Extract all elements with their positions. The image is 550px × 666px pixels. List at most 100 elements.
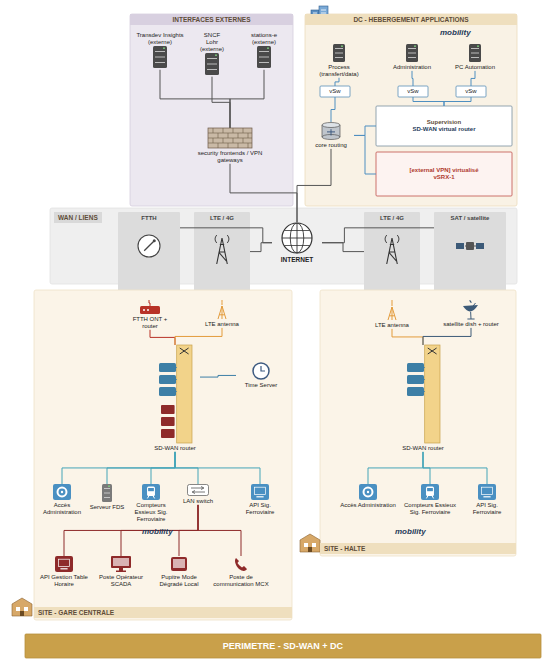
link-line bbox=[250, 243, 272, 252]
process-box: vSw bbox=[320, 86, 350, 97]
process-box: PERIMETRE - SD-WAN + DC bbox=[25, 634, 541, 658]
link-line bbox=[335, 78, 339, 86]
clock-device: Time Server bbox=[236, 362, 286, 389]
ont-device: FTTH ONT + router bbox=[125, 306, 175, 330]
process-box: vSw bbox=[398, 86, 428, 97]
link-line bbox=[150, 330, 175, 345]
router-icon bbox=[158, 345, 192, 443]
node-label: Time Server bbox=[245, 382, 277, 389]
globe-icon bbox=[281, 222, 313, 254]
zone-panel: INTERFACES EXTERNESTransdev Insights(ext… bbox=[130, 14, 293, 206]
box-fill bbox=[376, 106, 512, 146]
node-label: (externe) bbox=[252, 39, 276, 46]
link-line bbox=[471, 71, 475, 86]
link-line bbox=[423, 328, 471, 345]
building-icon bbox=[12, 598, 32, 616]
db-icon bbox=[321, 122, 341, 140]
router-device: SD-WAN router bbox=[150, 345, 200, 452]
node-label: security frontends / VPN gateways bbox=[190, 150, 270, 164]
api-icon bbox=[251, 484, 269, 500]
node-label: Lohr bbox=[206, 39, 218, 46]
node-label: LTE / 4G bbox=[380, 215, 404, 222]
sat-icon bbox=[455, 234, 485, 258]
link-line bbox=[180, 228, 272, 243]
node-label: PC Automation bbox=[455, 64, 495, 71]
fds-icon bbox=[101, 484, 113, 502]
link-line bbox=[160, 70, 230, 128]
tower-icon bbox=[380, 234, 404, 264]
link-line bbox=[331, 97, 335, 122]
node-label: Pupitre Mode Dégradé Local bbox=[152, 574, 206, 588]
panel-fill bbox=[130, 14, 293, 206]
brand-logo: mobility bbox=[440, 28, 471, 37]
node-label: vSw bbox=[465, 88, 476, 95]
logo-label: mobility bbox=[142, 527, 173, 536]
node-label: API Sig. Ferroviaire bbox=[234, 502, 286, 516]
api-device: API Sig. Ferroviaire bbox=[462, 484, 512, 516]
node-label: INTERNET bbox=[281, 256, 314, 263]
server-device: PC Automation bbox=[450, 44, 500, 71]
gear-device: Accès Administration bbox=[36, 484, 88, 516]
link-line bbox=[423, 452, 487, 484]
antenna-icon bbox=[387, 306, 397, 320]
link-line bbox=[444, 97, 471, 106]
gear-icon bbox=[359, 484, 377, 500]
link-line bbox=[297, 149, 331, 222]
node-label: satellite dish + router bbox=[443, 321, 499, 328]
link-line bbox=[412, 71, 413, 86]
link-line bbox=[64, 505, 198, 556]
server-device: Process (transfert/data) bbox=[314, 44, 364, 78]
col-fill bbox=[194, 212, 250, 300]
node-label: Administration bbox=[393, 64, 431, 71]
wan-link-column: SAT / satellite bbox=[434, 212, 506, 300]
server-icon bbox=[152, 46, 168, 68]
zone-heading: SITE - HALTE bbox=[320, 543, 516, 554]
zone-panel: WAN / LIENSFTTHLTE / 4GINTERNETLTE / 4GS… bbox=[50, 208, 517, 284]
process-box: SupervisionSD-WAN virtual router bbox=[376, 106, 512, 146]
logo-label: mobility bbox=[395, 527, 426, 536]
wan-link-column: LTE / 4G bbox=[364, 212, 420, 300]
node-label: PERIMETRE - SD-WAN + DC bbox=[223, 641, 343, 651]
panel-fill bbox=[320, 290, 516, 556]
phone-device: Poste de communication MCX bbox=[212, 556, 270, 588]
pc-device: Poste Opérateur SCADA bbox=[94, 556, 148, 588]
panel-fill bbox=[34, 290, 292, 620]
zone-panel: SITE - GARE CENTRALEFTTH ONT + routerLTE… bbox=[34, 290, 292, 620]
node-label: FTTH bbox=[141, 215, 156, 222]
server-icon bbox=[468, 44, 482, 62]
node-label: stations-e bbox=[251, 32, 277, 39]
box-fill bbox=[456, 86, 486, 97]
link-line bbox=[179, 505, 198, 556]
link-line bbox=[198, 505, 241, 556]
switch-icon bbox=[187, 484, 209, 496]
link-line bbox=[107, 452, 175, 484]
link-line bbox=[230, 70, 264, 128]
zone-heading: DC - HEBERGEMENT APPLICATIONS bbox=[305, 14, 517, 25]
node-label: LAN switch bbox=[183, 498, 213, 505]
fds-device: Serveur FDS bbox=[88, 484, 126, 511]
link-line bbox=[175, 328, 222, 345]
box-fill bbox=[398, 86, 428, 97]
node-label: vSw bbox=[329, 88, 340, 95]
link-line bbox=[212, 77, 230, 128]
train-icon bbox=[421, 484, 439, 500]
node-label: SNCF bbox=[204, 32, 220, 39]
link-line bbox=[151, 452, 175, 484]
ont-icon bbox=[140, 306, 160, 314]
node-label: Accès Administration bbox=[340, 502, 396, 509]
node-label: API Gestion Table Horaire bbox=[36, 574, 92, 588]
col-fill bbox=[434, 212, 506, 300]
server-device: stations-e(externe) bbox=[240, 32, 288, 70]
link-line bbox=[230, 164, 297, 222]
antenna-device: LTE antenna bbox=[198, 305, 246, 328]
node-label: [external VPN] virtualisé bbox=[409, 167, 478, 174]
node-label: Compteurs Essieux Sig. Ferroviaire bbox=[126, 502, 176, 523]
wan-link-column: FTTH bbox=[118, 212, 180, 300]
zone-heading: WAN / LIENS bbox=[54, 212, 102, 223]
firewall-icon bbox=[208, 128, 252, 148]
server-icon bbox=[332, 44, 346, 62]
antenna-device: LTE antenna bbox=[368, 306, 416, 329]
